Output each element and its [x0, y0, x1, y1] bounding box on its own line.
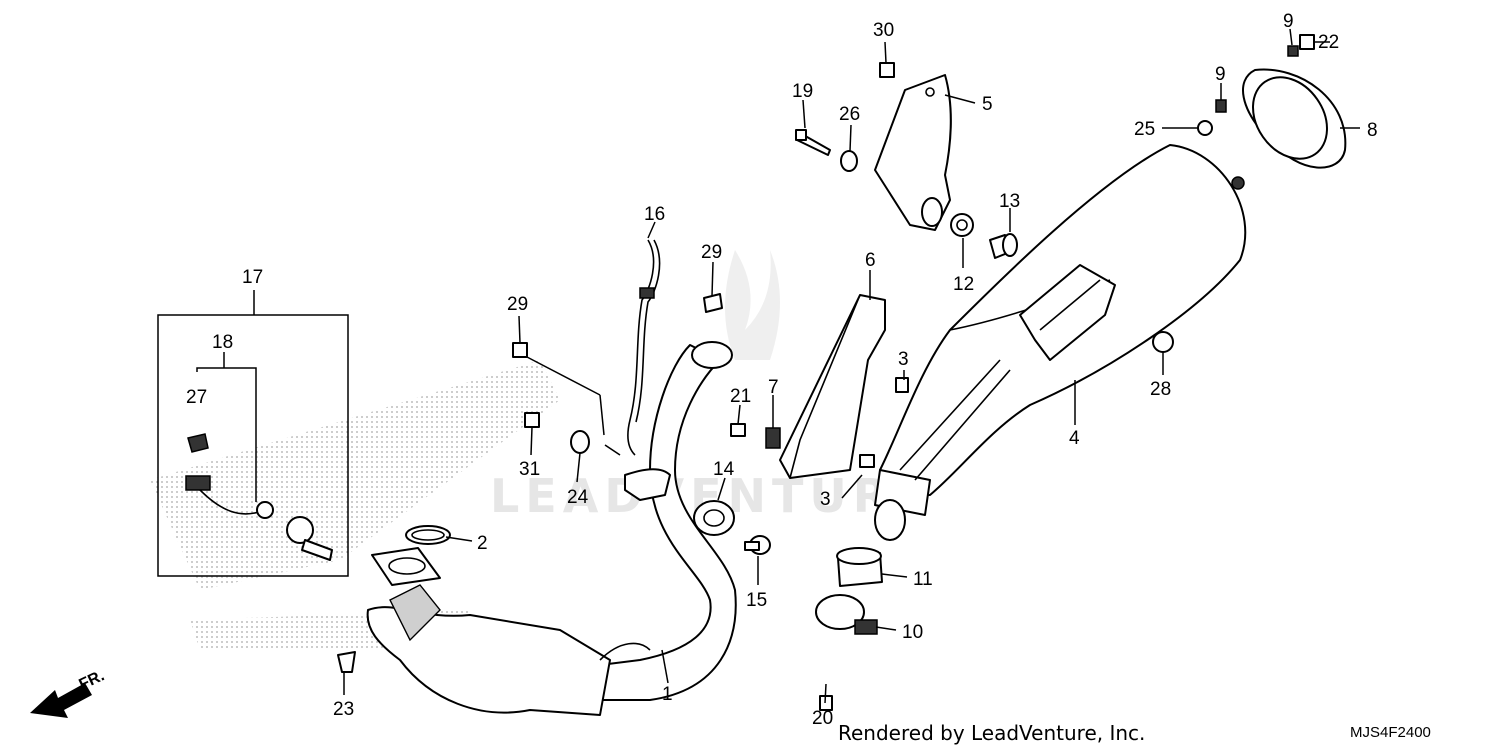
callout-3b: 3 [820, 489, 831, 510]
callout-1: 1 [662, 684, 673, 705]
gasket-part-2 [405, 525, 451, 545]
callout-labels: 1 2 3 3 4 5 6 7 8 9 9 10 11 12 13 14 15 … [186, 11, 1378, 729]
callout-9b: 9 [1215, 64, 1226, 85]
clamp-part-10 [815, 594, 878, 635]
leader-lines [343, 28, 1360, 704]
muffler-part-4 [874, 144, 1247, 541]
callout-14: 14 [713, 459, 735, 480]
nut-part-23 [337, 651, 356, 673]
bolt-part-29a [512, 342, 528, 358]
callout-19: 19 [792, 81, 813, 102]
callout-2: 2 [477, 533, 488, 554]
callout-11: 11 [913, 569, 933, 590]
callout-24: 24 [567, 487, 589, 508]
washer-part-24 [570, 430, 590, 454]
callout-18: 18 [212, 332, 233, 353]
callout-15: 15 [746, 590, 767, 611]
callout-26: 26 [839, 104, 860, 125]
bolt-part-30 [879, 62, 895, 78]
callout-30: 30 [873, 20, 894, 41]
grommet-part-14 [693, 500, 735, 536]
grommet-part-12 [950, 213, 974, 237]
grommet-part-3a [895, 377, 909, 393]
bolt-part-21 [730, 423, 746, 437]
grommet-part-3b [859, 454, 875, 468]
fasteners [337, 34, 1315, 711]
callout-31: 31 [519, 459, 540, 480]
end-cap-part-8 [1242, 68, 1347, 169]
callout-29b: 29 [701, 242, 722, 263]
callout-7: 7 [768, 377, 779, 398]
bolt-part-22 [1299, 34, 1315, 50]
front-direction-arrow: FR. [30, 667, 107, 718]
cable-part-16 [604, 239, 671, 501]
nut-part-28 [1152, 331, 1174, 353]
damper-part-7 [765, 427, 781, 449]
callout-28: 28 [1150, 379, 1171, 400]
bolt-part-29b [703, 293, 723, 313]
callout-4: 4 [1069, 428, 1080, 449]
direction-label: FR. [77, 667, 108, 693]
callout-29a: 29 [507, 294, 528, 315]
callout-25: 25 [1134, 119, 1155, 140]
callout-3a: 3 [898, 349, 909, 370]
callout-21: 21 [730, 386, 751, 407]
callout-9a: 9 [1283, 11, 1294, 32]
callout-6: 6 [865, 250, 876, 271]
callout-12: 12 [953, 274, 974, 295]
clip-part-27 [187, 433, 209, 453]
callout-16: 16 [644, 204, 665, 225]
callout-10: 10 [902, 622, 923, 643]
callout-22: 22 [1318, 32, 1339, 53]
callout-8: 8 [1367, 120, 1378, 141]
callout-23: 23 [333, 699, 354, 720]
callout-5: 5 [982, 94, 993, 115]
washer-part-26 [840, 150, 858, 172]
washer-part-9b [1215, 99, 1227, 113]
callout-27: 27 [186, 387, 207, 408]
diagram-code: MJS4F2400 [1350, 724, 1431, 741]
callout-13: 13 [999, 191, 1020, 212]
footer-credit: Rendered by LeadVenture, Inc. [838, 721, 1145, 745]
callout-20: 20 [812, 708, 833, 729]
washer-part-9a [1287, 45, 1299, 57]
bolt-part-19 [795, 129, 831, 156]
collar-part-11 [836, 547, 883, 587]
callout-17: 17 [242, 267, 263, 288]
bolt-part-31 [524, 412, 540, 428]
oxygen-sensor-part-18 [185, 475, 333, 561]
kit-bracket-17 [157, 290, 349, 577]
heat-shield-part-6 [779, 294, 886, 479]
nut-part-25 [1197, 120, 1213, 136]
